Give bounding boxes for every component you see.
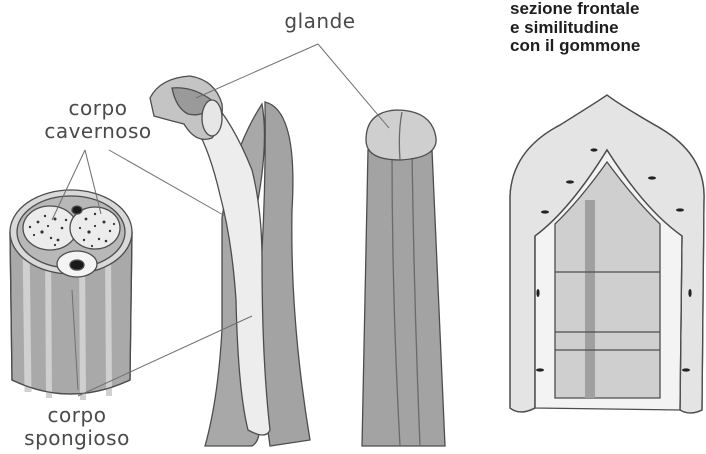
cavernous-body-label-line1: corpo — [18, 97, 178, 120]
dinghy-illustration — [510, 95, 704, 413]
cross-section-cylinder — [10, 190, 132, 400]
spongy-body-label-line2: spongioso — [0, 427, 154, 450]
section-title-line3: con il gommone — [510, 37, 706, 56]
intact-shaft — [362, 110, 445, 446]
cavernous-body-label-line2: cavernoso — [18, 120, 178, 143]
section-title-line2: e similitudine — [510, 19, 706, 38]
cavernous-body-label: corpo cavernoso — [18, 97, 178, 143]
spongy-body-label: corpo spongioso — [0, 404, 154, 450]
glans-label: glande — [272, 10, 368, 33]
section-title: sezione frontale e similitudine con il g… — [510, 0, 706, 56]
spongy-body-label-line1: corpo — [0, 404, 154, 427]
section-title-line1: sezione frontale — [510, 0, 706, 19]
